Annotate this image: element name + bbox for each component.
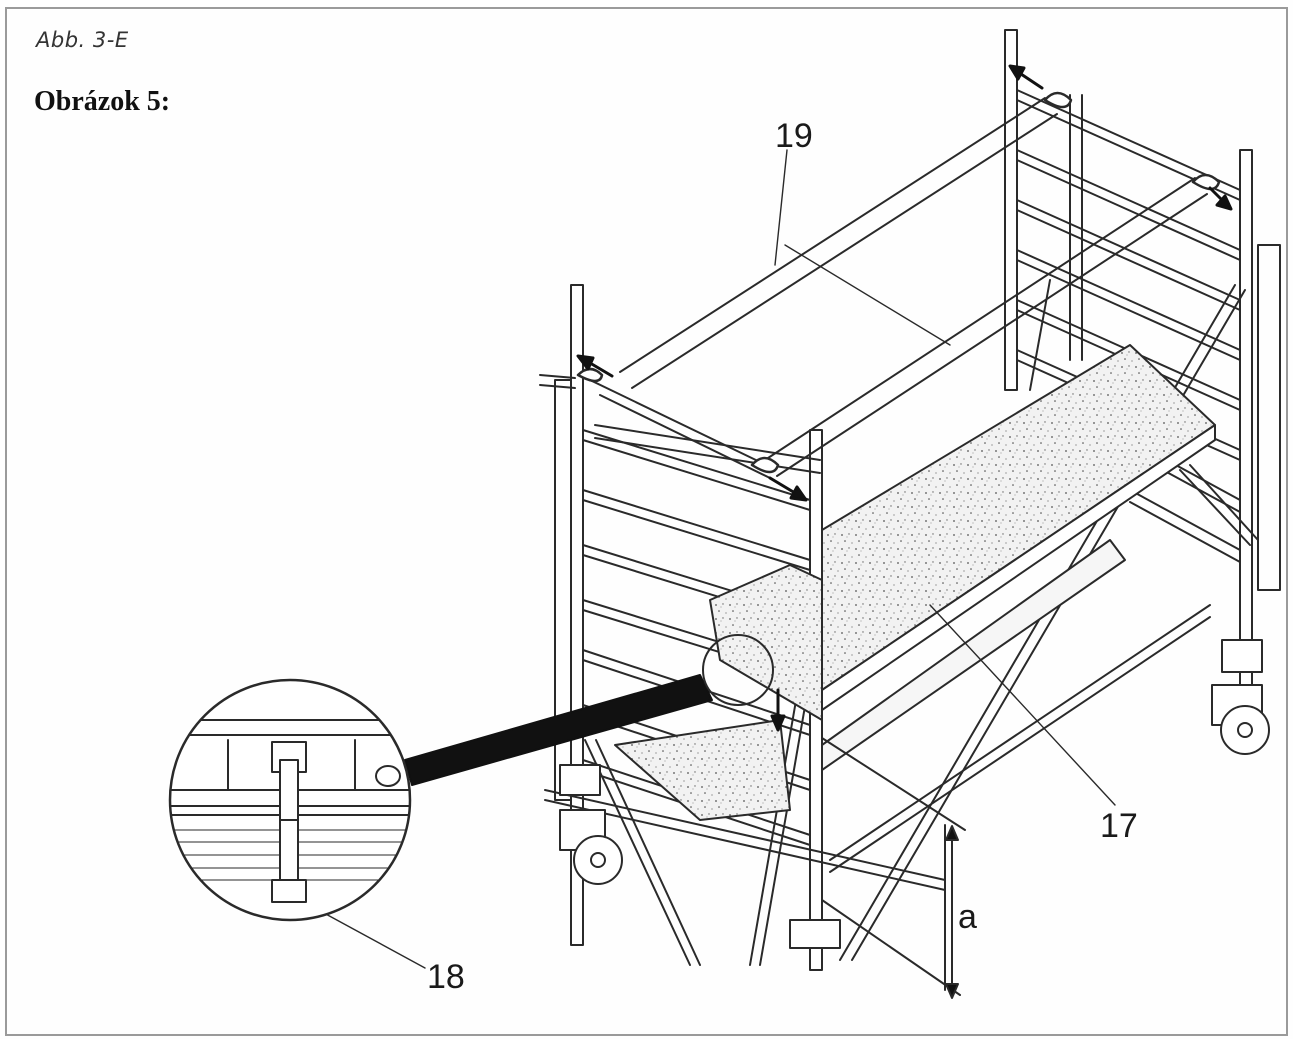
zoom-source-circle [702, 634, 774, 706]
figure-title: Obrázok 5: [34, 86, 171, 117]
detail-zoom-18 [168, 678, 412, 922]
figure-label: Abb. 3-E [36, 28, 129, 52]
figure-border [5, 7, 1288, 1036]
callout-17: 17 [1100, 807, 1138, 845]
casters [559, 639, 1270, 949]
zoom-connector [404, 674, 713, 786]
base-frame [821, 737, 966, 996]
callout-a: a [958, 898, 977, 936]
direction-arrows [576, 64, 1233, 732]
callout-18: 18 [427, 958, 465, 996]
dimension-a [945, 825, 959, 999]
guardrail-tubes [539, 97, 1208, 479]
platform-17 [709, 344, 1216, 721]
callout-19: 19 [775, 117, 813, 155]
lower-platform [614, 539, 1126, 821]
leader-lines [299, 149, 1116, 969]
couplers [576, 91, 1221, 474]
